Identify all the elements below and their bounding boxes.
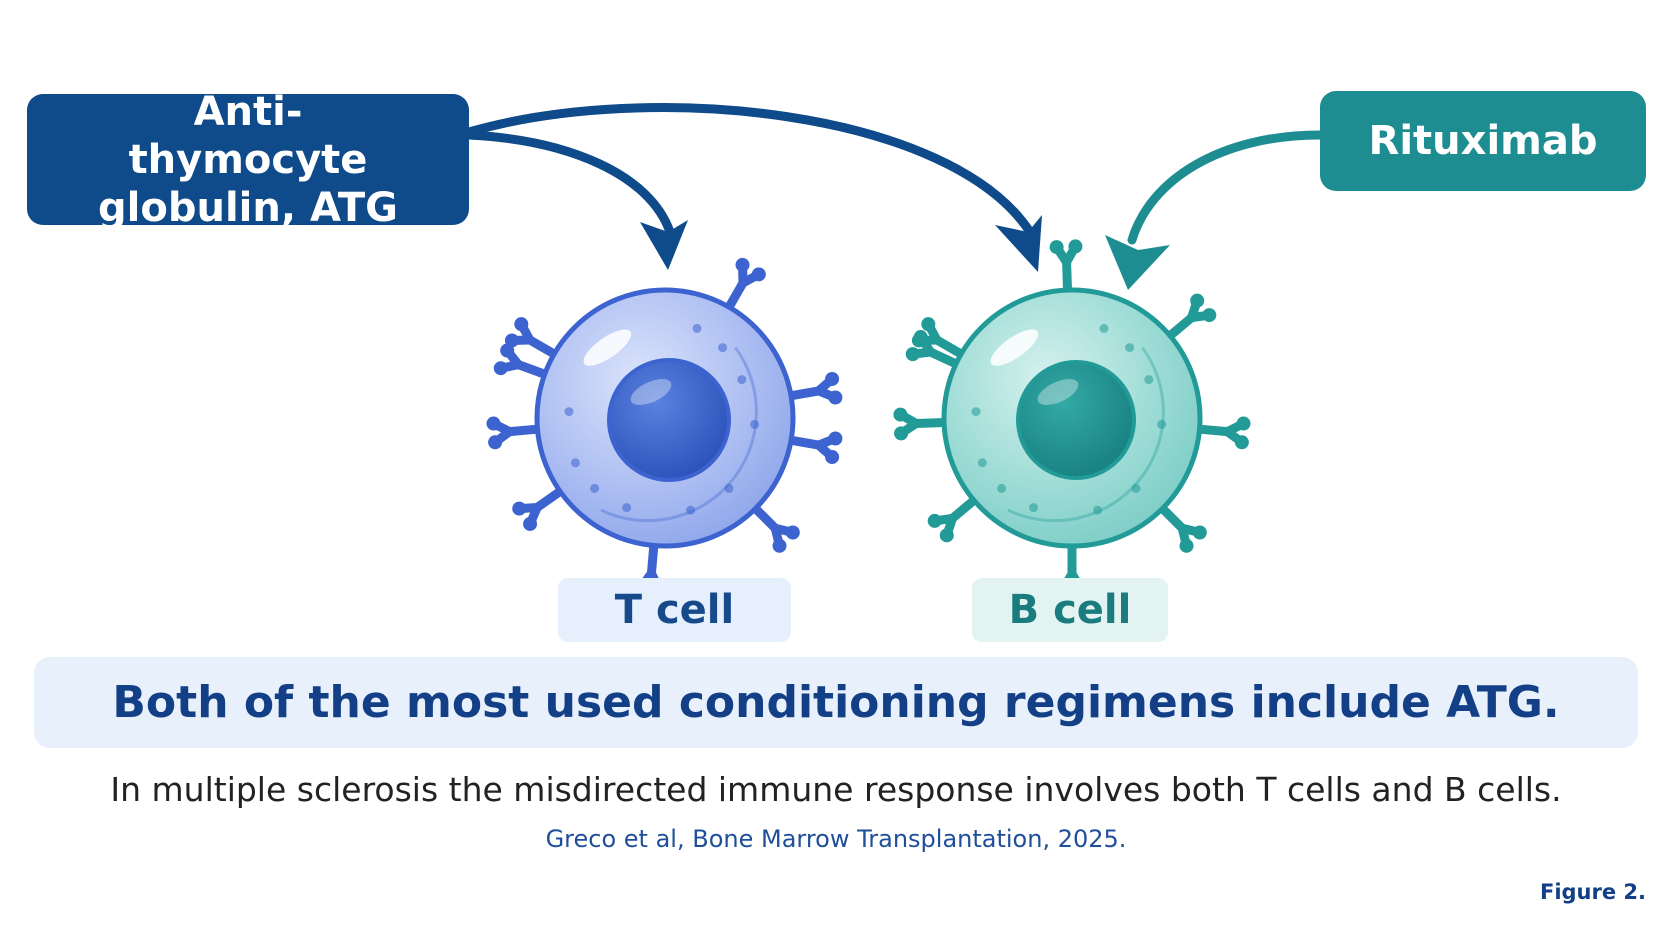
b-cell-label: B cell	[972, 578, 1168, 642]
t-cell-receptor	[782, 371, 843, 405]
b-cell-receptor	[1049, 239, 1083, 299]
b-cell-receptor	[927, 493, 982, 543]
rituximab-to-b-cell-arrow	[1105, 130, 1325, 290]
t-cell-receptor	[722, 257, 766, 316]
t-cell-receptor	[512, 484, 568, 531]
citation-text: Greco et al, Bone Marrow Transplantation…	[545, 825, 1127, 853]
t-cell-nucleus	[607, 358, 731, 482]
b-cell-illustration	[893, 239, 1251, 597]
atg-label: Anti-thymocyte globulin, ATG	[98, 88, 398, 231]
headline-text: Both of the most used conditioning regim…	[112, 677, 1560, 728]
t-cell-receptor	[782, 431, 843, 465]
figure-label: Figure 2.	[1539, 880, 1646, 904]
t-cell-receptor	[748, 501, 800, 553]
t-cell-receptor	[486, 416, 546, 450]
b-cell-nucleus	[1016, 360, 1136, 480]
b-cell-receptor	[1191, 416, 1251, 450]
b-cell-receptor	[1155, 501, 1207, 553]
headline-banner: Both of the most used conditioning regim…	[34, 657, 1638, 748]
b-cell-receptor	[893, 407, 953, 441]
t-cell-label: T cell	[558, 578, 791, 642]
subtitle-text: In multiple sclerosis the misdirected im…	[110, 770, 1562, 809]
atg-label-box: Anti-thymocyte globulin, ATG	[27, 89, 469, 231]
rituximab-label-box: Rituximab	[1320, 91, 1646, 191]
b-cell-receptor	[1162, 293, 1217, 343]
t-cell-illustration	[486, 257, 843, 597]
atg-to-t-cell-arrow	[464, 130, 688, 270]
b-cell-receptor	[905, 330, 965, 371]
atg-to-b-cell-arrow	[464, 103, 1042, 272]
rituximab-label: Rituximab	[1368, 118, 1598, 164]
